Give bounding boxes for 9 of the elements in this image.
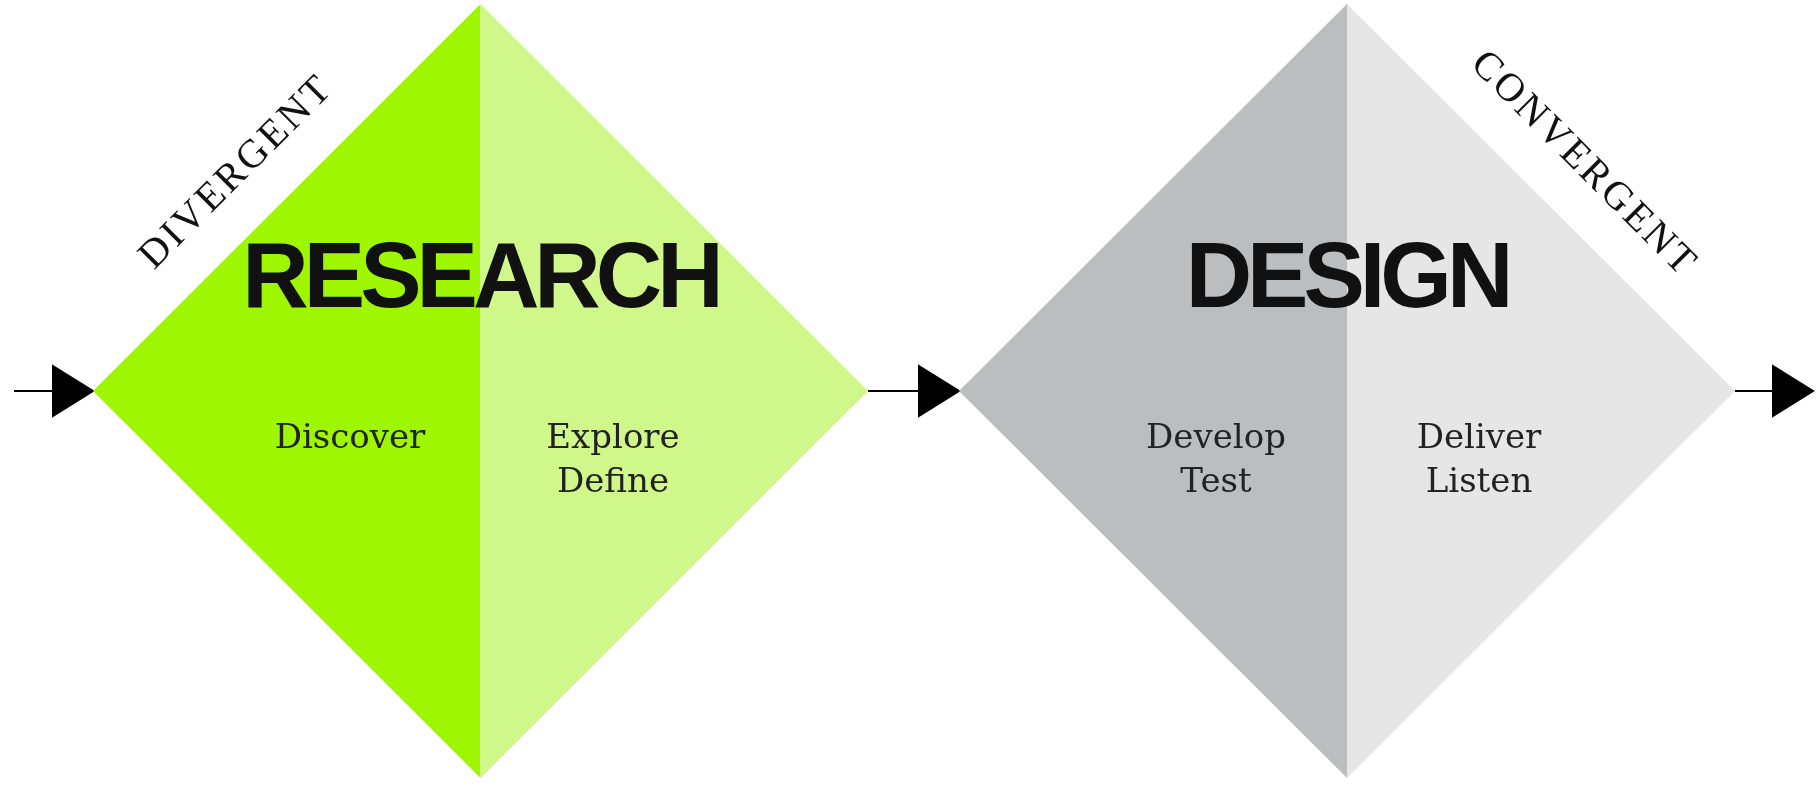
arrow [13,365,95,417]
stage-text: Develop Test [1145,415,1287,503]
stage-text: Explore Define [545,415,681,503]
phase-diamond [959,4,1735,778]
phase-diamond [93,4,868,778]
arrow [867,365,961,417]
stage-text: Discover [273,415,427,458]
arrow [1734,365,1815,417]
stage-text: Deliver Listen [1415,415,1543,503]
